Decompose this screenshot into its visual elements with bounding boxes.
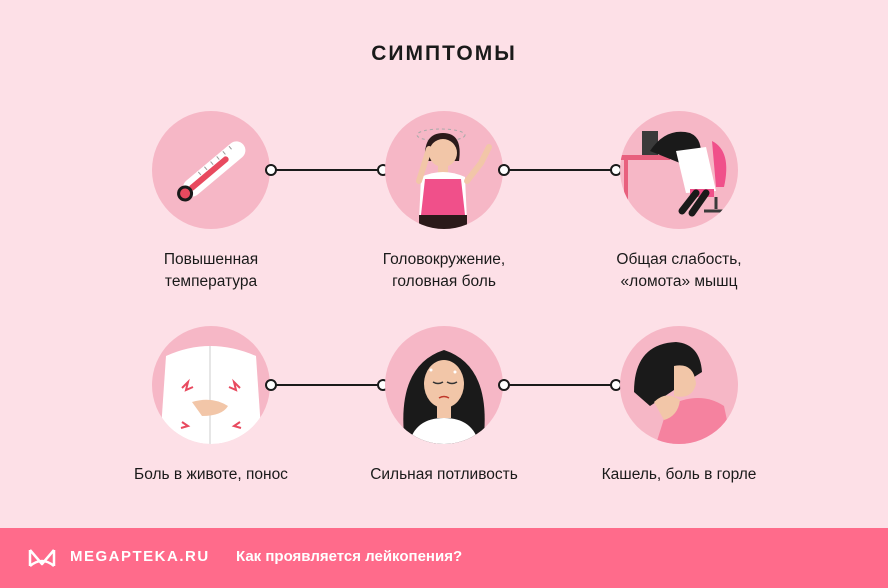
symptom-label-cough: Кашель, боль в горле <box>601 466 757 483</box>
footer-bar: MEGAPTEKA.RU Как проявляется лейкопения? <box>0 528 888 588</box>
stomach-pain-icon <box>152 326 270 444</box>
brand-name: MEGAPTEKA.RU <box>70 548 210 565</box>
coughing-woman-icon <box>620 326 738 444</box>
symptom-label-weakness: Общая слабость,«ломота» мышц <box>616 251 742 290</box>
connector <box>265 164 389 176</box>
symptom-label-dizziness: Головокружение,головная боль <box>382 251 506 290</box>
connector <box>498 164 622 176</box>
megapteka-logo-icon <box>28 546 56 570</box>
symptom-label-stomach: Боль в животе, понос <box>134 466 288 483</box>
page-title: СИМПТОМЫ <box>371 42 517 65</box>
dizzy-woman-icon <box>385 111 503 229</box>
connector <box>265 379 389 391</box>
sweating-woman-icon <box>385 326 503 444</box>
tired-woman-desk-icon <box>620 111 738 229</box>
symptom-label-sweating: Сильная потливость <box>370 466 518 483</box>
connector <box>498 379 622 391</box>
thermometer-icon <box>152 111 270 229</box>
footer-caption: Как проявляется лейкопения? <box>236 548 463 565</box>
